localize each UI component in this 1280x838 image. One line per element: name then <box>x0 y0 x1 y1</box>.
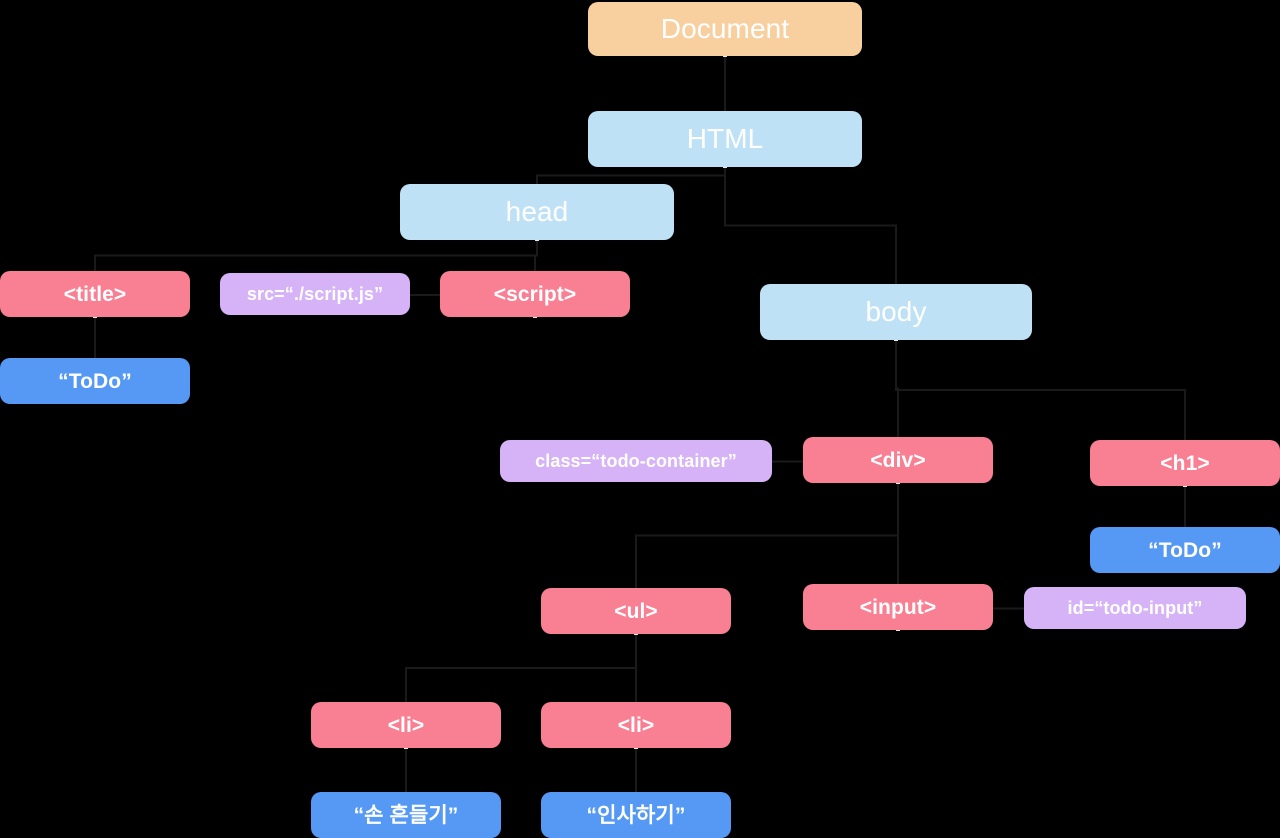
tree-node-li-1: <li> <box>311 702 501 748</box>
tree-node-id-attr: id=“todo-input” <box>1024 587 1246 629</box>
tree-node-li-2-text: “인사하기” <box>541 792 731 838</box>
tree-node-script: <script> <box>440 271 630 317</box>
tree-node-label: “ToDo” <box>1148 538 1222 562</box>
tree-node-label: <input> <box>859 595 937 619</box>
tree-node-label: “인사하기” <box>586 803 686 827</box>
edge-div-to-ul <box>635 483 899 588</box>
tree-node-html: HTML <box>588 111 862 167</box>
tree-node-li-2: <li> <box>541 702 731 748</box>
tree-node-label: id=“todo-input” <box>1067 598 1203 618</box>
tree-node-label: class=“todo-container” <box>535 451 737 471</box>
tree-node-input: <input> <box>803 584 993 630</box>
edge-head-to-script <box>534 240 538 271</box>
edge-body-to-div <box>895 340 899 437</box>
tree-node-label: <h1> <box>1160 451 1210 475</box>
tree-node-ul: <ul> <box>541 588 731 634</box>
tree-node-label: head <box>505 196 569 227</box>
tree-node-li-1-text: “손 흔들기” <box>311 792 501 838</box>
tree-node-head: head <box>400 184 674 240</box>
tree-node-label: Document <box>660 13 790 44</box>
tree-node-document: Document <box>588 2 862 56</box>
tree-node-label: “ToDo” <box>58 369 132 393</box>
tree-node-label: HTML <box>686 123 764 154</box>
tree-node-title: <title> <box>0 271 190 317</box>
tree-node-src-attr: src=“./script.js” <box>220 273 410 315</box>
edge-html-to-head <box>536 167 726 184</box>
tree-node-label: src=“./script.js” <box>246 284 384 304</box>
edge-head-to-title <box>94 240 538 271</box>
tree-node-label: <title> <box>63 282 127 306</box>
tree-node-body: body <box>760 284 1032 340</box>
tree-node-label: <li> <box>387 713 425 737</box>
tree-node-label: “손 흔들기” <box>353 803 459 827</box>
edge-ul-to-li-1 <box>405 634 637 702</box>
tree-node-title-text: “ToDo” <box>0 358 190 404</box>
tree-node-h1: <h1> <box>1090 440 1280 486</box>
tree-node-label: <script> <box>493 282 577 306</box>
edge-body-to-h1 <box>895 340 1186 440</box>
tree-node-label: <div> <box>870 448 926 472</box>
tree-node-class-attr: class=“todo-container” <box>500 440 772 482</box>
tree-node-h1-text: “ToDo” <box>1090 527 1280 573</box>
tree-node-label: <ul> <box>614 599 658 623</box>
tree-node-label: body <box>865 296 927 327</box>
tree-node-label: <li> <box>617 713 655 737</box>
tree-node-div: <div> <box>803 437 993 483</box>
edge-html-to-body <box>724 167 897 284</box>
